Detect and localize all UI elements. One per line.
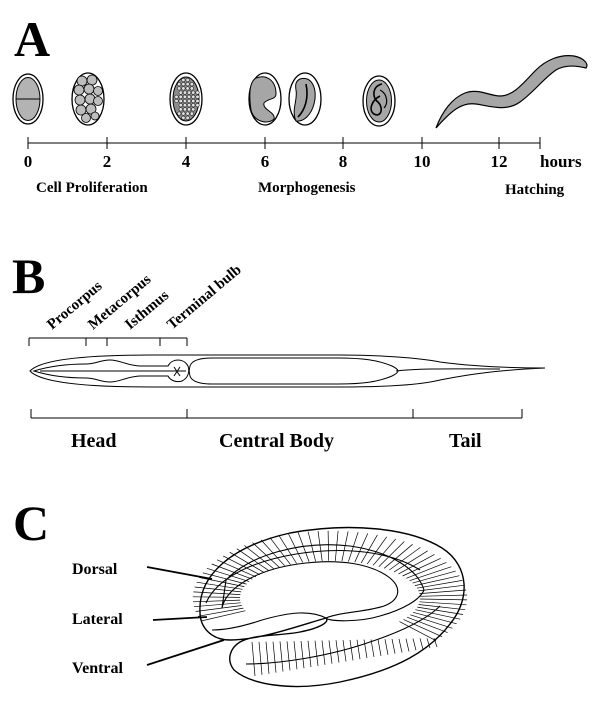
row-label-ventral: Ventral	[72, 660, 124, 677]
hatched-larva	[436, 56, 587, 128]
tick-label-2: 2	[103, 152, 112, 171]
tick-label-10: 10	[414, 152, 431, 171]
pharynx-brackets	[29, 338, 187, 346]
region-label-head: Head	[71, 430, 117, 452]
tick-label-4: 4	[182, 152, 191, 171]
tick-label-6: 6	[261, 152, 270, 171]
tick-label-12: 12	[491, 152, 508, 171]
embryo-comma-stage	[249, 73, 281, 125]
phase-morphogenesis: Morphogenesis	[258, 180, 356, 196]
phase-cell-proliferation: Cell Proliferation	[36, 180, 148, 196]
timeline-unit: hours	[540, 152, 582, 171]
pharynx-label-terminal-bulb: Terminal bulb	[164, 262, 244, 333]
embryo-fold-stage	[289, 73, 321, 125]
region-label-tail: Tail	[449, 430, 482, 452]
phase-hatching: Hatching	[505, 182, 565, 198]
embryo-one-cell	[13, 74, 43, 124]
embryo-multi-cell	[72, 73, 104, 125]
worm-body-outline	[30, 355, 545, 387]
timeline-axis	[28, 137, 540, 149]
panel-label-b: B	[12, 248, 45, 304]
tick-label-0: 0	[24, 152, 33, 171]
row-label-dorsal: Dorsal	[72, 561, 118, 578]
embryo-many-cell	[170, 73, 202, 125]
panel-label-c: C	[13, 495, 49, 551]
embryo-pretzel-stage	[363, 76, 395, 126]
panel-label-a: A	[14, 11, 50, 67]
body-region-bracket	[31, 409, 522, 418]
tick-label-8: 8	[339, 152, 348, 171]
region-label-central-body: Central Body	[219, 430, 334, 452]
row-label-lateral: Lateral	[72, 611, 123, 628]
embryo-epidermis-diagram	[193, 528, 467, 687]
